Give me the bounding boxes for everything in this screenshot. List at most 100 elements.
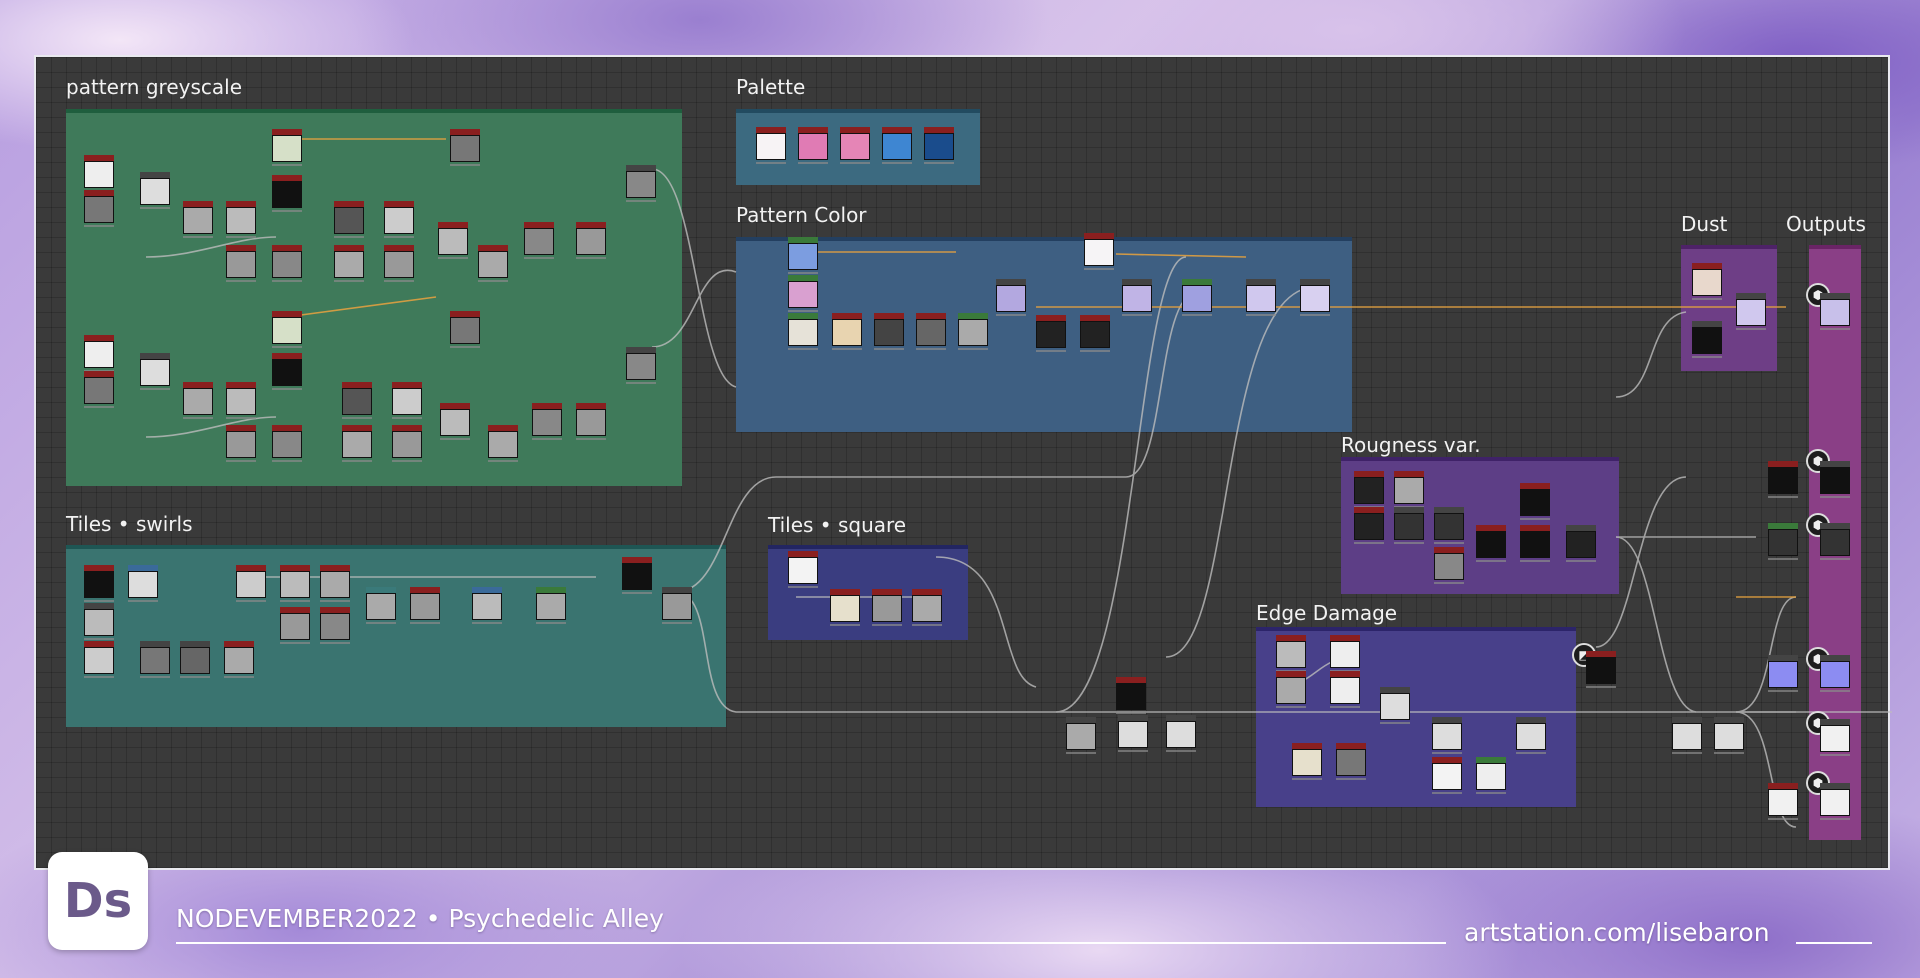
node-warp-4[interactable] [450, 311, 480, 351]
node-rough-noise-2[interactable] [1394, 471, 1424, 511]
node-edge-noise-2[interactable] [1276, 671, 1306, 711]
node-output-grey-1[interactable] [626, 165, 656, 205]
node-swirl-blend-2[interactable] [410, 587, 440, 627]
node-blend-4[interactable] [478, 245, 508, 285]
node-swirl-noise-5[interactable] [224, 641, 254, 681]
node-ao-gen[interactable] [1586, 651, 1616, 691]
node-levels-1[interactable] [272, 129, 302, 169]
node-graph-canvas[interactable]: pattern greyscale Palette Pattern Color … [34, 55, 1892, 870]
node-edge-grunge-2[interactable] [1336, 743, 1366, 783]
node-normal[interactable] [1768, 655, 1798, 695]
node-swirl-output[interactable] [662, 587, 692, 627]
node-cells-noise[interactable] [84, 190, 114, 230]
frame-edge-damage[interactable] [1256, 627, 1576, 807]
node-swirl-warp-2[interactable] [280, 565, 310, 605]
node-rough-blend-2[interactable] [1520, 525, 1550, 565]
node-edge-blend-2[interactable] [1432, 717, 1462, 757]
node-slope-blur-2[interactable] [183, 382, 213, 422]
node-blend-color-3[interactable] [916, 313, 946, 353]
node-mid-blend-1[interactable] [1118, 715, 1148, 755]
node-grunge-1[interactable] [226, 245, 256, 285]
node-swirl-noise-3[interactable] [140, 641, 170, 681]
node-edge-warp-1[interactable] [1330, 635, 1360, 675]
node-blend-2[interactable] [334, 245, 364, 285]
node-square-checker-2[interactable] [912, 589, 942, 629]
node-mid-swirl[interactable] [1066, 717, 1096, 757]
node-blend-9[interactable] [488, 425, 518, 465]
node-blend-6[interactable] [342, 382, 372, 422]
node-slope-blur[interactable] [183, 201, 213, 241]
node-edge-levels-2[interactable] [1476, 757, 1506, 797]
node-square-shape[interactable] [788, 551, 818, 591]
node-dust-blend[interactable] [1736, 293, 1766, 333]
node-blend-main-3[interactable] [1182, 279, 1212, 319]
node-edge-blend-3[interactable] [1516, 717, 1546, 757]
node-distance-2[interactable] [140, 353, 170, 393]
node-gradient-map-2[interactable] [788, 275, 818, 315]
node-blend-color-4[interactable] [958, 313, 988, 353]
node-swirl-blur-1[interactable] [280, 607, 310, 647]
node-grunge-color-1[interactable] [1036, 315, 1066, 355]
node-swirl-edge[interactable] [622, 557, 652, 597]
node-levels-4[interactable] [576, 403, 606, 443]
node-mid-blend-2[interactable] [1166, 715, 1196, 755]
node-blur-2[interactable] [272, 353, 302, 393]
node-levels-2[interactable] [576, 222, 606, 262]
node-rough-noise-3[interactable] [1354, 507, 1384, 547]
node-invert-2[interactable] [392, 382, 422, 422]
node-dust-noise[interactable] [1692, 321, 1722, 361]
node-swirl-noise-1[interactable] [84, 603, 114, 643]
node-ambient-occlusion[interactable] [1768, 783, 1798, 823]
node-edge-grunge-1[interactable] [1292, 743, 1322, 783]
node-warp-1[interactable] [226, 201, 256, 241]
output-roughness[interactable] [1820, 461, 1850, 501]
palette-color-1[interactable] [756, 127, 786, 167]
node-swirl-warp-3[interactable] [320, 565, 350, 605]
node-square-checker-1[interactable] [872, 589, 902, 629]
node-blur-1[interactable] [272, 175, 302, 215]
palette-color-3[interactable] [840, 127, 870, 167]
node-edge-blend-1[interactable] [1380, 687, 1410, 727]
node-tile-generator[interactable] [84, 155, 114, 195]
node-blend-color-2[interactable] [874, 313, 904, 353]
node-swirl-stripes[interactable] [128, 565, 158, 605]
node-warp-3[interactable] [226, 382, 256, 422]
node-blend-5[interactable] [524, 222, 554, 262]
node-uniform-color-1[interactable] [1084, 233, 1114, 273]
node-warp-2[interactable] [450, 129, 480, 169]
node-grunge-4[interactable] [272, 425, 302, 465]
node-grunge-2[interactable] [272, 245, 302, 285]
node-rough-blend-3[interactable] [1566, 525, 1596, 565]
node-rough-noise-1[interactable] [1354, 471, 1384, 511]
node-blend-main-2[interactable] [1122, 279, 1152, 319]
node-highpass-2[interactable] [440, 403, 470, 443]
node-blend-1[interactable] [334, 201, 364, 241]
frame-tiles-swirls[interactable] [66, 545, 726, 727]
node-distance[interactable] [140, 172, 170, 212]
node-rough-blend-1[interactable] [1434, 507, 1464, 547]
node-blend-main-5[interactable] [1300, 279, 1330, 319]
palette-color-5[interactable] [924, 127, 954, 167]
node-metallic-levels[interactable] [1768, 523, 1798, 563]
node-blend-3[interactable] [384, 245, 414, 285]
node-swirl-shape[interactable] [84, 565, 114, 605]
node-rough-grunge[interactable] [1434, 547, 1464, 587]
node-gradient-map-1[interactable] [788, 237, 818, 277]
node-swirl-blend-4[interactable] [536, 587, 566, 627]
node-output-grey-2[interactable] [626, 347, 656, 387]
node-swirl-warp-1[interactable] [236, 565, 266, 605]
node-grunge-3[interactable] [226, 425, 256, 465]
output-metallic[interactable] [1820, 523, 1850, 563]
node-blend-main-4[interactable] [1246, 279, 1276, 319]
node-swirl-blend-3[interactable] [472, 587, 502, 627]
node-swirl-blur-2[interactable] [320, 607, 350, 647]
palette-color-4[interactable] [882, 127, 912, 167]
node-grunge-color-2[interactable] [1080, 315, 1110, 355]
node-edge-warp-2[interactable] [1330, 671, 1360, 711]
node-blend-10[interactable] [532, 403, 562, 443]
output-ao[interactable] [1820, 783, 1850, 823]
node-blend-7[interactable] [342, 425, 372, 465]
node-square-tile[interactable] [830, 589, 860, 629]
node-rough-levels[interactable] [1476, 525, 1506, 565]
node-swirl-blend-1[interactable] [366, 587, 396, 627]
